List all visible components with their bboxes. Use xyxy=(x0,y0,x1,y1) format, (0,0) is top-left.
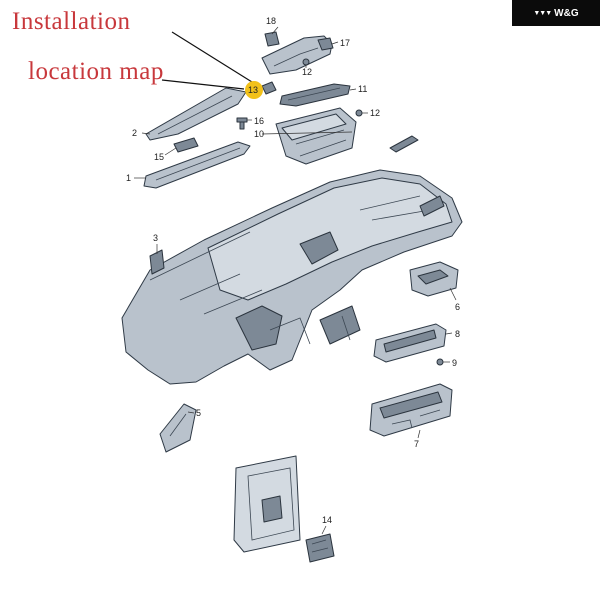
part-11-vent-strip xyxy=(279,83,351,107)
part-12-screw-upper xyxy=(302,58,310,66)
callout-15: 15 xyxy=(154,152,164,162)
leader-lines xyxy=(134,26,457,535)
lower-console-housing xyxy=(233,455,301,553)
part-15-small-vent xyxy=(173,137,199,153)
callout-3: 3 xyxy=(153,233,158,243)
part-18-clip xyxy=(264,31,280,47)
brand-badge: ▼▼▼ W&G xyxy=(512,0,600,26)
callout-1: 1 xyxy=(126,173,131,183)
callout-10: 10 xyxy=(254,129,264,139)
callout-16: 16 xyxy=(254,116,264,126)
part-13-highlighted xyxy=(261,81,277,95)
dashboard-main-body xyxy=(121,169,463,385)
title-line-1: Installation xyxy=(12,8,131,35)
part-17-upper-cover xyxy=(261,35,334,75)
part-3-left-vent xyxy=(149,249,165,275)
callout-labels: 18 17 12 11 13 12 16 10 2 15 1 3 6 8 9 7… xyxy=(126,16,460,525)
callout-12-upper: 12 xyxy=(302,67,312,77)
part-9-screw xyxy=(436,358,444,366)
callout-7: 7 xyxy=(414,439,419,449)
callout-11: 11 xyxy=(358,84,367,94)
callout-8: 8 xyxy=(455,329,460,339)
part-12-screw-right xyxy=(355,109,363,117)
callout-9: 9 xyxy=(452,358,457,368)
callout-13: 13 xyxy=(248,85,258,95)
callout-12-right: 12 xyxy=(370,108,380,118)
callout-2: 2 xyxy=(132,128,137,138)
title-line-2: location map xyxy=(28,58,164,85)
part-7-control-panel xyxy=(369,383,453,437)
part-5-knee-panel xyxy=(159,403,197,453)
callout-5: 5 xyxy=(196,408,201,418)
part-6-right-vent xyxy=(409,261,459,297)
part-13-highlight-marker xyxy=(245,81,263,99)
title-pointer-line xyxy=(171,31,253,83)
part-16-bolt xyxy=(236,117,248,130)
right-side-vent-top xyxy=(389,135,419,153)
callout-17: 17 xyxy=(340,38,350,48)
part-2-trim-panel xyxy=(145,87,247,141)
title-pointer-line-2 xyxy=(161,79,245,90)
callout-18: 18 xyxy=(266,16,276,26)
brand-logo-icon: ▼▼▼ xyxy=(533,9,552,17)
part-14-switch-block xyxy=(305,533,335,563)
callout-6: 6 xyxy=(455,302,460,312)
part-8-center-vent xyxy=(373,323,447,363)
part-10-air-duct xyxy=(275,107,357,165)
callout-14: 14 xyxy=(322,515,332,525)
brand-label: W&G xyxy=(554,7,579,19)
part-1-lower-trim xyxy=(143,141,251,189)
